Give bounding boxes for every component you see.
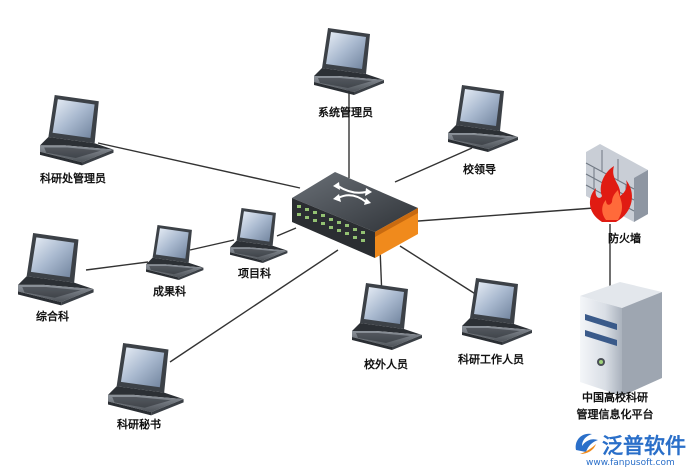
brand-logo-icon	[575, 433, 598, 454]
label-firewall: 防火墙	[608, 232, 641, 245]
laptop-icon-research-staff	[462, 278, 532, 345]
link-research-secretary	[169, 249, 339, 363]
brand-watermark: 泛普软件 www.fanpusoft.com	[572, 428, 698, 472]
link-research-staff	[399, 245, 489, 303]
connections	[85, 82, 611, 363]
label-school-leader: 校领导	[463, 163, 496, 176]
server-icon	[580, 282, 662, 396]
link-firewall	[404, 207, 595, 223]
label-external-staff: 校外人员	[364, 358, 408, 371]
laptop-icon-research-office-admin	[40, 95, 114, 166]
brand-name: 泛普软件	[602, 434, 686, 458]
firewall-icon	[585, 144, 648, 222]
network-switch-icon	[292, 172, 418, 258]
laptop-icon-school-leader	[448, 85, 518, 152]
laptop-icon-sys-admin	[314, 28, 384, 95]
link-project-achievement	[189, 239, 235, 251]
laptop-icon-research-secretary	[108, 343, 184, 416]
link-research-office-admin	[97, 142, 301, 189]
label-research-secretary: 科研秘书	[117, 418, 161, 431]
laptop-icon-external-staff	[352, 283, 422, 350]
label-sys-admin: 系统管理员	[318, 106, 373, 119]
link-achievement-general	[85, 261, 149, 271]
label-general-dept: 综合科	[36, 310, 69, 323]
label-achievement-dept: 成果科	[153, 285, 186, 298]
link-school-leader	[394, 147, 473, 183]
label-research-staff: 科研工作人员	[458, 353, 524, 366]
label-platform-line2: 管理信息化平台	[576, 408, 654, 421]
link-project-dept	[276, 227, 297, 237]
laptop-icon-general-dept	[18, 233, 94, 306]
brand-url: www.fanpusoft.com	[586, 458, 675, 468]
label-platform-line1: 中国高校科研	[582, 391, 648, 404]
laptop-icon-achievement-dept	[146, 225, 204, 280]
label-project-dept: 项目科	[238, 267, 271, 280]
label-research-office-admin: 科研处管理员	[40, 172, 106, 185]
